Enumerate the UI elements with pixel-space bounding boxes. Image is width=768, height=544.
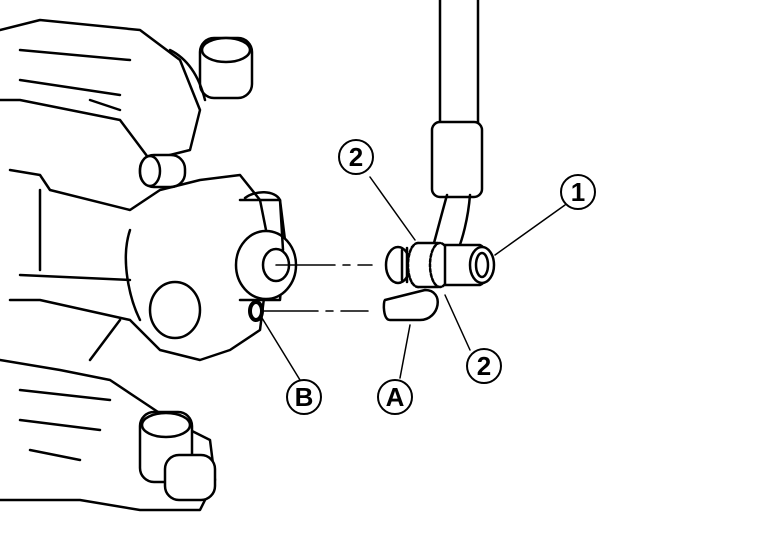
union-bolt-assembly [382,241,496,322]
brake-hose [430,0,484,252]
callout-washer-lower: 2 [466,348,502,384]
callout-union-bolt: 1 [560,174,596,210]
callout-hole-b: B [286,379,322,415]
callout-tab-a: A [377,379,413,415]
leader-lines [261,176,566,381]
caliper-pin [138,153,187,189]
caliper-lower-arm [0,358,217,512]
callout-washer-upper: 2 [338,139,374,175]
alignment-lines [261,264,373,312]
caliper-upper-arm [0,18,254,162]
caliper-body [8,168,298,362]
